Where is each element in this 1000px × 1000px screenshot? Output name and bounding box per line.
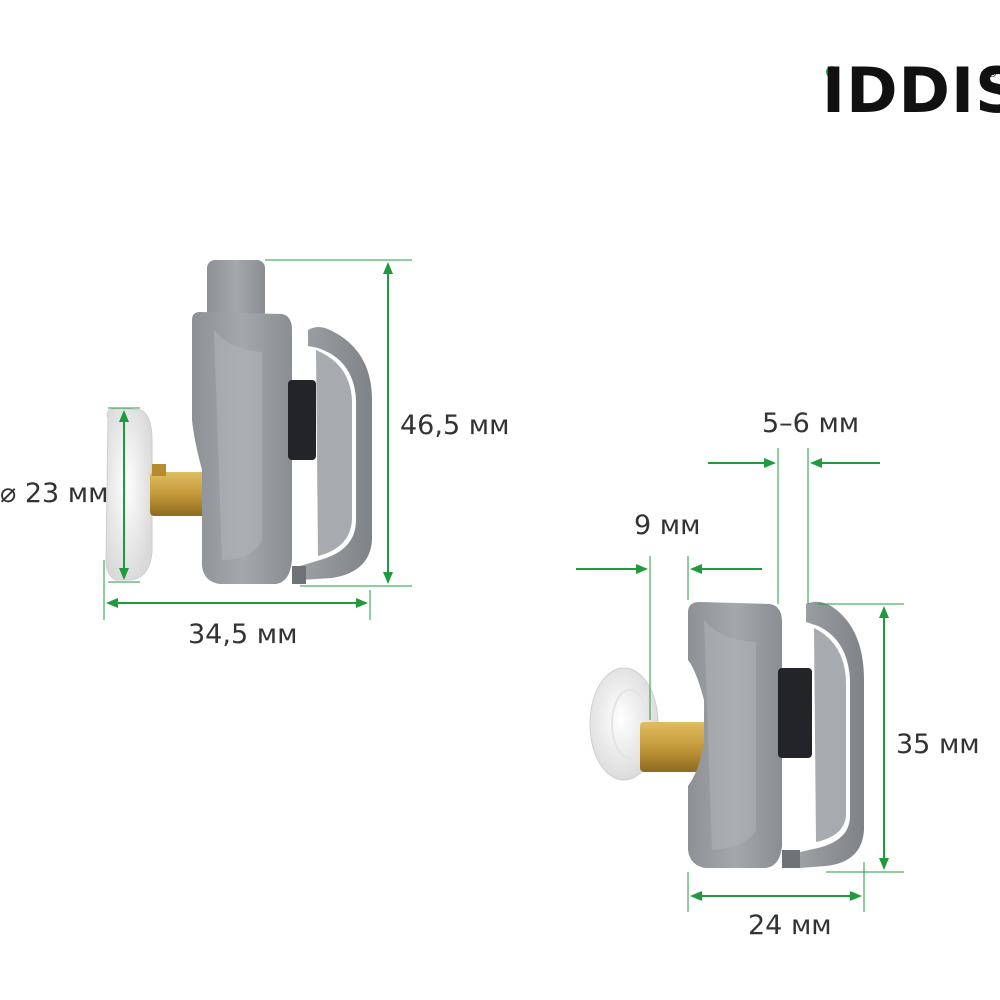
- logo-accent-dot: [826, 66, 838, 78]
- large-roller-dimension-lines: [103, 259, 412, 620]
- large-roller-width-label: 34,5 мм: [188, 619, 298, 650]
- small-roller-rubber: [778, 668, 812, 758]
- large-roller-height-label: 46,5 мм: [400, 410, 510, 441]
- large-roller-wheel-diameter-label: ⌀ 23 мм: [0, 478, 109, 509]
- small-roller-clamp: [800, 601, 864, 868]
- large-roller-arrowheads: [106, 262, 393, 608]
- small-roller-axle: [640, 722, 708, 772]
- small-roller-dimension-lines: [576, 448, 904, 912]
- small-roller-width-label: 24 мм: [748, 910, 832, 941]
- small-roller-offset-label: 9 мм: [634, 510, 701, 541]
- small-roller-arrowheads: [636, 458, 889, 901]
- small-roller-gap-label: 5–6 мм: [762, 408, 860, 439]
- registered-mark: ®: [986, 66, 998, 80]
- large-roller: [105, 260, 372, 584]
- large-roller-clamp: [300, 327, 372, 580]
- large-roller-axle: [150, 464, 206, 516]
- large-roller-rubber: [288, 380, 316, 460]
- large-roller-wheel: [105, 407, 153, 581]
- large-roller-top-pin: [207, 260, 265, 320]
- small-roller: [589, 601, 864, 868]
- brand-logo: IDDIS: [822, 54, 1000, 127]
- small-roller-height-label: 35 мм: [896, 729, 980, 760]
